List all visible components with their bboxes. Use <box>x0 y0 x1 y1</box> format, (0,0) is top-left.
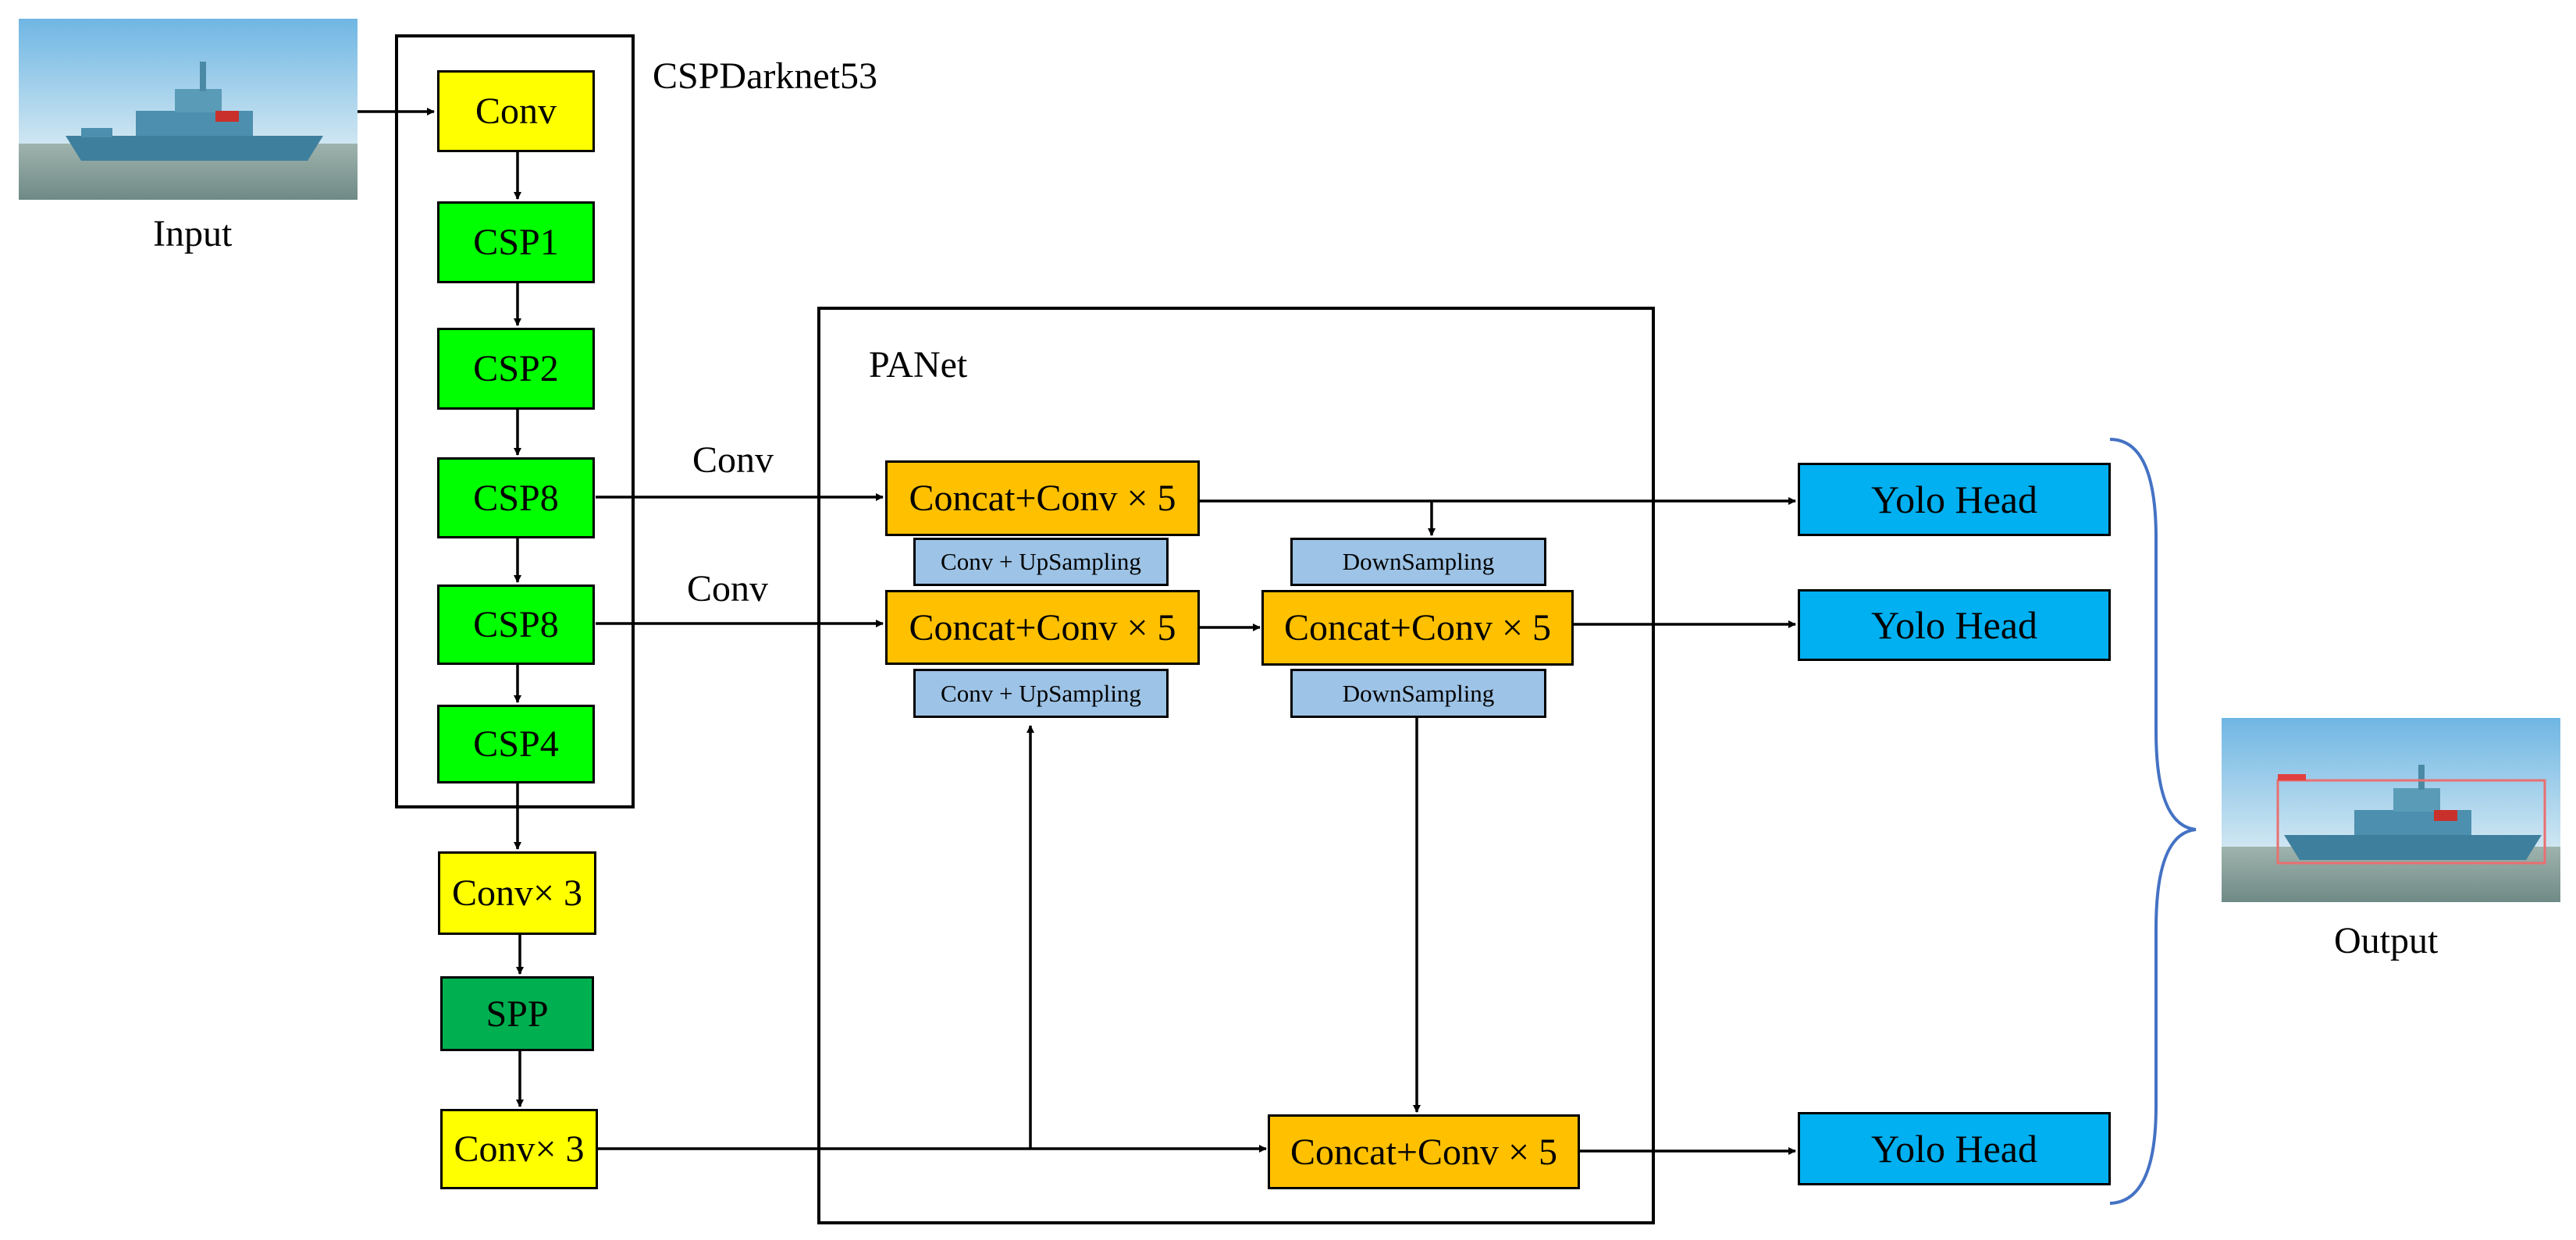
concat-conv-block-4: Concat+Conv × 5 <box>1268 1114 1580 1189</box>
conv-upsampling-block-1: Conv + UpSampling <box>913 538 1169 586</box>
concat-conv-block-2: Concat+Conv × 5 <box>885 590 1200 665</box>
conv-upsampling-block-2: Conv + UpSampling <box>913 669 1169 718</box>
yolo-head-1: Yolo Head <box>1798 463 2111 536</box>
output-ship-photo <box>2222 718 2560 902</box>
csp2-block: CSP2 <box>437 328 595 410</box>
csp8-block-2: CSP8 <box>437 584 595 665</box>
csp8-block-1: CSP8 <box>437 457 595 538</box>
output-label: Output <box>2334 920 2439 961</box>
edge-label-conv-2: Conv <box>687 568 769 609</box>
input-label: Input <box>153 213 233 254</box>
csp1-block: CSP1 <box>437 201 595 283</box>
csp4-block: CSP4 <box>437 705 595 783</box>
backbone-title: CSPDarknet53 <box>653 55 877 97</box>
panet-frame <box>817 307 1655 1224</box>
yolo-head-2: Yolo Head <box>1798 589 2111 661</box>
spp-block: SPP <box>440 976 594 1051</box>
conv3-block-top: Conv× 3 <box>438 851 596 935</box>
backbone-conv-block: Conv <box>437 70 595 152</box>
backbone-frame <box>395 34 635 808</box>
edge-label-conv-1: Conv <box>692 439 774 481</box>
conv3-block-bottom: Conv× 3 <box>440 1109 598 1189</box>
input-ship-photo <box>19 19 358 200</box>
downsampling-block-1: DownSampling <box>1290 538 1546 586</box>
concat-conv-block-3: Concat+Conv × 5 <box>1261 590 1574 666</box>
panet-title: PANet <box>869 344 968 386</box>
concat-conv-block-1: Concat+Conv × 5 <box>885 460 1200 536</box>
downsampling-block-2: DownSampling <box>1290 669 1546 718</box>
yolo-head-3: Yolo Head <box>1798 1112 2111 1185</box>
